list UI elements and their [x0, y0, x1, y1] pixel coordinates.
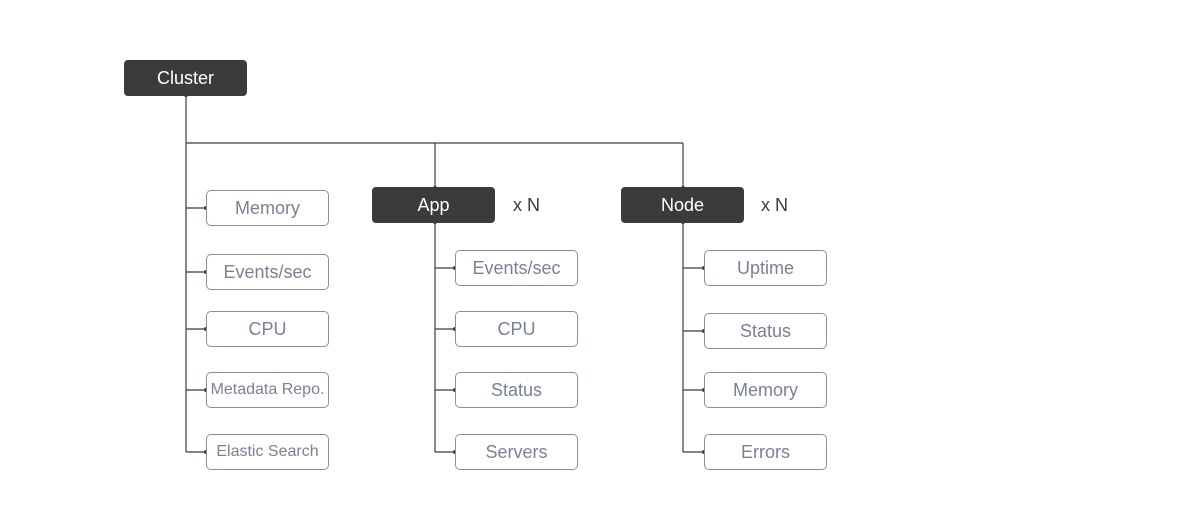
leaf-label: Status: [490, 379, 543, 400]
app-metric-cpu: CPU: [455, 311, 578, 347]
node-multiplicity: x N: [761, 195, 788, 215]
leaf-label: Elastic Search: [216, 443, 319, 460]
app-node: App: [372, 187, 495, 223]
leaf-label: Status: [739, 320, 792, 341]
cluster-metric-events-per-sec: Events/sec: [206, 254, 329, 290]
leaf-label: CPU: [497, 318, 536, 339]
app-metric-servers: Servers: [455, 434, 578, 470]
cluster-metric-elastic-search: Elastic Search: [206, 434, 329, 470]
node-metric-memory: Memory: [704, 372, 827, 408]
cluster-metric-metadata-repo: Metadata Repo.: [206, 372, 329, 408]
leaf-label: CPU: [248, 318, 287, 339]
node-node-label: Node: [660, 194, 705, 215]
app-multiplicity: x N: [513, 195, 540, 215]
cluster-node: Cluster: [124, 60, 247, 96]
leaf-label: Uptime: [736, 257, 794, 278]
app-metric-events-per-sec: Events/sec: [455, 250, 578, 286]
cluster-metric-cpu: CPU: [206, 311, 329, 347]
leaf-label: Servers: [485, 441, 548, 462]
node-metric-errors: Errors: [704, 434, 827, 470]
leaf-label: Events/sec: [472, 257, 561, 278]
app-node-label: App: [417, 194, 450, 215]
cluster-node-label: Cluster: [156, 67, 214, 88]
leaf-label: Metadata Repo.: [210, 381, 325, 398]
node-node: Node: [621, 187, 744, 223]
node-metric-status: Status: [704, 313, 827, 349]
leaf-label: Memory: [732, 379, 798, 400]
leaf-label: Errors: [741, 441, 790, 462]
cluster-metric-memory: Memory: [206, 190, 329, 226]
leaf-label: Memory: [234, 197, 300, 218]
leaf-label: Events/sec: [223, 261, 312, 282]
app-metric-status: Status: [455, 372, 578, 408]
node-metric-uptime: Uptime: [704, 250, 827, 286]
